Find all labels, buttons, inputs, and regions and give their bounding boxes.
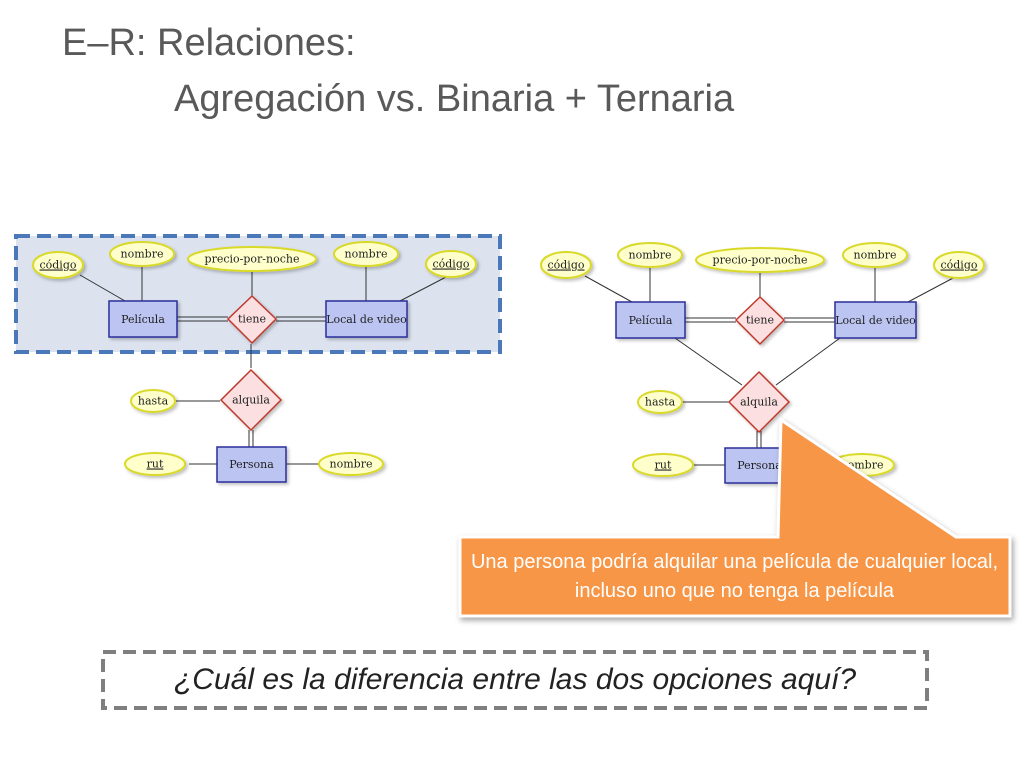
attr-hasta: hasta	[130, 389, 176, 413]
relation-tiene: tiene	[226, 294, 278, 345]
svg-text:nombre: nombre	[629, 249, 672, 262]
svg-text:Película: Película	[121, 313, 165, 326]
entity-local-de-video: Local de video	[834, 301, 917, 339]
attr-nombre-local: nombre	[842, 242, 908, 268]
callout-shape	[458, 417, 1012, 618]
svg-text:alquila: alquila	[232, 394, 270, 407]
callout-text: Una persona podría alquilar una película…	[470, 551, 998, 602]
entity-persona: Persona	[216, 446, 287, 483]
attr-codigo-pelicula: código	[540, 251, 592, 279]
svg-text:código: código	[39, 259, 76, 272]
right-connectors	[584, 267, 956, 466]
svg-text:código: código	[940, 259, 977, 272]
svg-text:rut: rut	[655, 459, 672, 472]
svg-text:Persona: Persona	[229, 458, 274, 471]
relation-alquila: alquila	[219, 368, 283, 432]
svg-text:precio-por-noche: precio-por-noche	[713, 254, 808, 267]
entity-pelicula: Película	[108, 300, 178, 338]
svg-text:Local de video: Local de video	[835, 314, 916, 327]
svg-text:nombre: nombre	[854, 249, 897, 262]
attr-precio-por-noche: precio-por-noche	[695, 247, 825, 273]
callout	[458, 417, 1012, 618]
svg-text:hasta: hasta	[138, 395, 169, 408]
relation-alquila: alquila	[727, 370, 791, 434]
svg-text:código: código	[547, 259, 584, 272]
svg-text:Persona: Persona	[737, 459, 782, 472]
svg-text:tiene: tiene	[746, 314, 774, 327]
svg-text:tiene: tiene	[238, 313, 266, 326]
attr-hasta: hasta	[637, 390, 683, 414]
left-connectors	[79, 266, 449, 465]
slide-title-line1: E–R: Relaciones:	[62, 22, 356, 64]
svg-text:precio-por-noche: precio-por-noche	[205, 253, 300, 266]
attr-nombre-pelicula: nombre	[617, 242, 683, 268]
attr-codigo-local: código	[933, 251, 985, 279]
svg-text:Local de video: Local de video	[326, 313, 407, 326]
svg-text:nombre: nombre	[121, 248, 164, 261]
attr-rut: rut	[632, 453, 694, 477]
attr-nombre-local: nombre	[333, 241, 399, 267]
svg-text:Película: Película	[629, 314, 673, 327]
attr-codigo-local: código	[425, 250, 477, 278]
entity-pelicula: Película	[615, 301, 686, 339]
svg-text:hasta: hasta	[645, 396, 676, 409]
svg-text:nombre: nombre	[330, 458, 373, 471]
svg-text:nombre: nombre	[345, 248, 388, 261]
entity-local-de-video: Local de video	[325, 300, 408, 338]
question-text: ¿Cuál es la diferencia entre las dos opc…	[173, 663, 857, 696]
attr-rut: rut	[124, 452, 186, 476]
svg-text:alquila: alquila	[740, 396, 778, 409]
attr-nombre-persona: nombre	[318, 452, 384, 476]
svg-text:código: código	[432, 258, 469, 271]
svg-text:rut: rut	[147, 458, 164, 471]
relation-tiene: tiene	[734, 295, 786, 346]
left-diagram: código nombre precio-por-noche nombre có…	[14, 234, 502, 483]
slide-title-line2: Agregación vs. Binaria + Ternaria	[174, 78, 735, 120]
question-box	[101, 650, 929, 710]
attr-codigo-pelicula: código	[32, 251, 84, 279]
right-diagram: código nombre precio-por-noche nombre có…	[540, 242, 985, 484]
attr-precio-por-noche: precio-por-noche	[187, 246, 317, 272]
attr-nombre-pelicula: nombre	[109, 241, 175, 267]
